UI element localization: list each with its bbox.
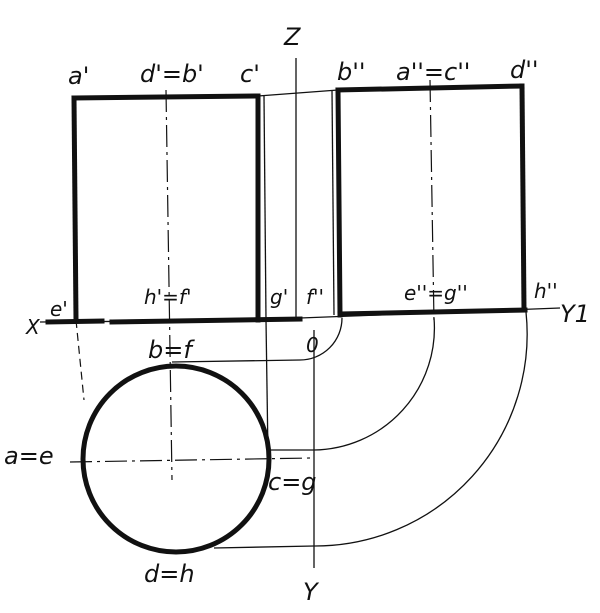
top-view-circle bbox=[80, 363, 272, 555]
side-view-centerline bbox=[429, 79, 435, 323]
label-b-f: b=f bbox=[148, 336, 195, 364]
x-axis-thick-segment-2 bbox=[109, 316, 303, 325]
label-a-dprime-c-dprime: a''=c'' bbox=[396, 58, 470, 86]
x-axis-label: X bbox=[25, 315, 41, 339]
label-a-e: a=e bbox=[4, 442, 54, 470]
label-f-dprime: f'' bbox=[306, 285, 324, 309]
label-e-prime: e' bbox=[50, 297, 68, 321]
label-h-prime-f-prime: h'=f' bbox=[144, 285, 191, 309]
front-view-centerline bbox=[165, 89, 173, 481]
label-d-prime-b-prime: d'=b' bbox=[140, 60, 204, 88]
label-d-h: d=h bbox=[144, 560, 195, 588]
y1-axis-label: Y1 bbox=[560, 300, 590, 328]
label-h-dprime: h'' bbox=[534, 279, 558, 303]
label-g-prime: g' bbox=[270, 285, 288, 309]
side-view bbox=[257, 79, 528, 323]
y-axis-label: Y bbox=[303, 578, 320, 606]
label-d-dprime: d'' bbox=[510, 56, 538, 84]
label-c-prime: c' bbox=[240, 60, 260, 88]
label-e-dprime-g-dprime: e''=g'' bbox=[404, 281, 468, 305]
label-c-g: c=g bbox=[268, 468, 317, 496]
origin-label: 0 bbox=[306, 333, 319, 357]
projection-lines bbox=[69, 311, 528, 549]
top-view-centerline bbox=[69, 457, 313, 463]
label-a-prime: a' bbox=[68, 62, 89, 90]
z-axis-label: Z bbox=[283, 23, 301, 51]
front-view bbox=[71, 89, 267, 481]
label-b-dprime: b'' bbox=[337, 58, 365, 86]
